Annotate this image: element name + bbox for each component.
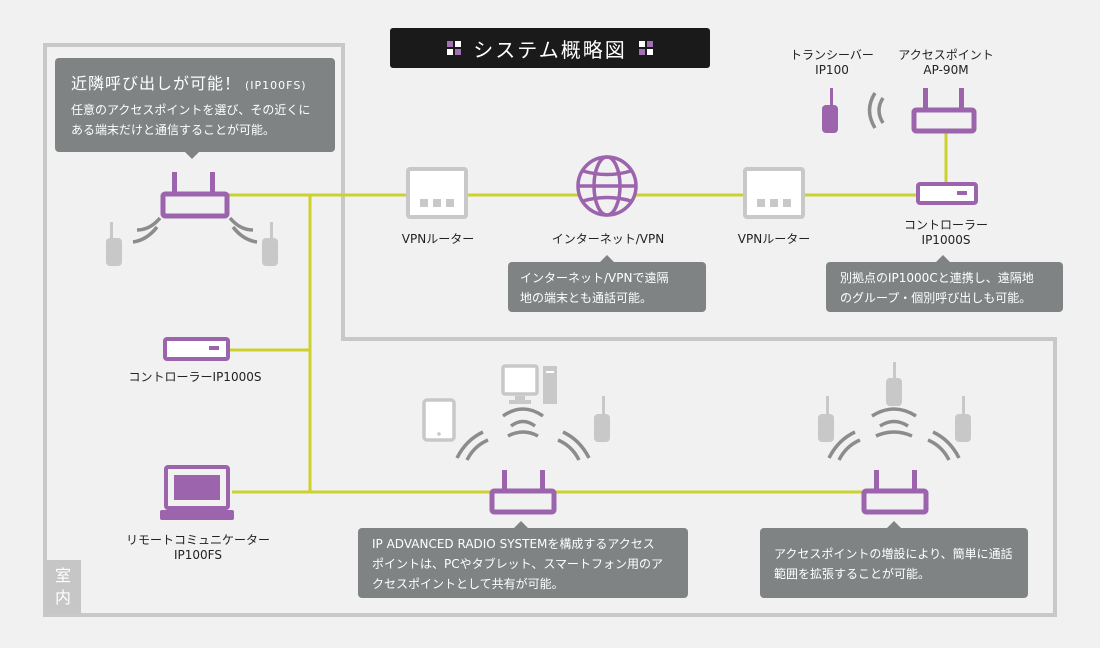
label-transceiver: トランシーバー IP100 bbox=[790, 48, 874, 77]
access-point-icon bbox=[160, 172, 230, 219]
wave-icon bbox=[827, 407, 961, 461]
callout-expand: アクセスポイントの増設により、簡単に通話 範囲を拡張することが可能。 bbox=[760, 521, 1028, 598]
controller-icon bbox=[163, 337, 230, 361]
wave-icon bbox=[132, 216, 258, 244]
vpn-router-icon bbox=[743, 167, 805, 219]
vpn-router-icon bbox=[406, 167, 468, 219]
label-vpn-router-2: VPNルーター bbox=[737, 232, 811, 246]
label-vpn-router-1: VPNルーター bbox=[401, 232, 475, 246]
label-remote-communicator: リモートコミュニケーター IP100FS bbox=[125, 533, 270, 562]
callout-internet: インターネット/VPNで遠隔 地の端末とも通話可能。 bbox=[508, 255, 706, 312]
access-point-icon bbox=[861, 470, 929, 515]
controller-icon bbox=[916, 182, 978, 205]
callout-heading-model: (IP100FS) bbox=[245, 79, 307, 92]
label-access-point-remote: アクセスポイント AP-90M bbox=[898, 48, 994, 77]
diagram-title: システム概略図 bbox=[390, 28, 710, 68]
label-controller-remote: コントローラー IP1000S bbox=[903, 218, 988, 247]
callout-body: アクセスポイントの増設により、簡単に通話 範囲を拡張することが可能。 bbox=[774, 547, 1013, 581]
label-internet-vpn: インターネット/VPN bbox=[551, 232, 665, 246]
callout-remote-site: 別拠点のIP1000Cと連携し、遠隔地 のグループ・個別呼び出しも可能。 bbox=[826, 255, 1063, 312]
handheld-radio-icon bbox=[822, 88, 838, 133]
callout-body: インターネット/VPNで遠隔 地の端末とも通話可能。 bbox=[520, 271, 669, 305]
diagram-title-text: システム概略図 bbox=[473, 37, 627, 62]
globe-icon bbox=[576, 155, 638, 217]
indoor-tag: 室 内 bbox=[45, 560, 81, 614]
wave-icon bbox=[455, 407, 591, 461]
callout-body: IP ADVANCED RADIO SYSTEMを構成するアクセス ポイントは、… bbox=[372, 537, 664, 591]
callout-body: 任意のアクセスポイントを選び、その近くに ある端末だけと通信することが可能。 bbox=[71, 103, 311, 137]
network-lines bbox=[228, 132, 948, 494]
handheld-radio-icon bbox=[106, 222, 278, 266]
callout-neighbor-call: 近隣呼び出しが可能！(IP100FS) 任意のアクセスポイントを選び、その近くに… bbox=[55, 58, 335, 159]
tablet-icon bbox=[422, 398, 456, 442]
access-point-icon bbox=[911, 88, 977, 134]
desktop-pc-icon bbox=[501, 364, 557, 404]
remote-communicator-icon bbox=[160, 465, 234, 520]
access-point-icon bbox=[489, 470, 557, 515]
callout-heading: 近隣呼び出しが可能！(IP100FS) bbox=[71, 70, 319, 94]
callout-ip-radio: IP ADVANCED RADIO SYSTEMを構成するアクセス ポイントは、… bbox=[358, 521, 688, 598]
callout-body: 別拠点のIP1000Cと連携し、遠隔地 のグループ・個別呼び出しも可能。 bbox=[840, 271, 1034, 305]
label-controller-local: コントローラーIP1000S bbox=[128, 370, 262, 384]
indoor-boundary bbox=[43, 43, 1057, 617]
handheld-radio-icon bbox=[594, 396, 610, 442]
title-ornament-icon bbox=[638, 41, 653, 55]
callout-heading-text: 近隣呼び出しが可能！ bbox=[71, 74, 242, 93]
title-ornament-icon bbox=[447, 41, 462, 55]
wave-icon bbox=[867, 92, 885, 129]
handheld-radio-icon bbox=[818, 362, 971, 442]
